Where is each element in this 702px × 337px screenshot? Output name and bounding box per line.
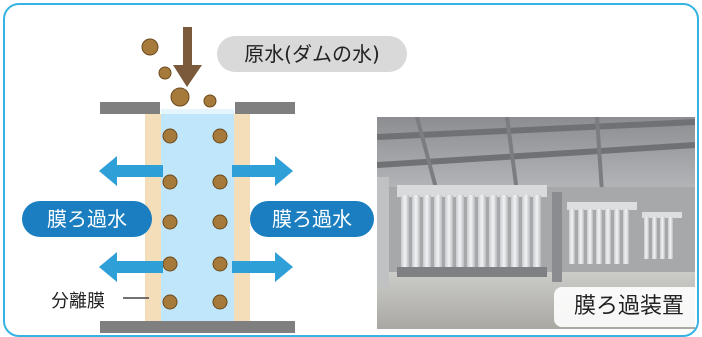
filtered-water-label-left: 膜ろ過水: [22, 201, 152, 237]
apparatus-photo-illustration: [377, 117, 695, 329]
filtered-water-label-right: 膜ろ過水: [250, 201, 374, 237]
down-arrow-icon: [173, 27, 202, 87]
dirt-particle-icon: [141, 38, 217, 108]
column-particles: [162, 128, 228, 310]
membrane-label: 分離膜: [51, 291, 105, 312]
top-cap-left: [100, 102, 160, 114]
diagram-frame: 原水(ダムの水) 膜ろ過水 膜ろ過水 分離膜: [3, 3, 699, 337]
raw-water-label: 原水(ダムの水): [217, 36, 407, 72]
apparatus-label: 膜ろ過装置: [554, 287, 697, 327]
right-left-arrow-icon: [99, 156, 293, 282]
apparatus-photo: [377, 117, 695, 329]
top-cap-right: [235, 102, 295, 114]
bottom-cap: [100, 321, 295, 333]
membrane-wall-right: [234, 114, 250, 332]
water-surface: [161, 109, 234, 114]
